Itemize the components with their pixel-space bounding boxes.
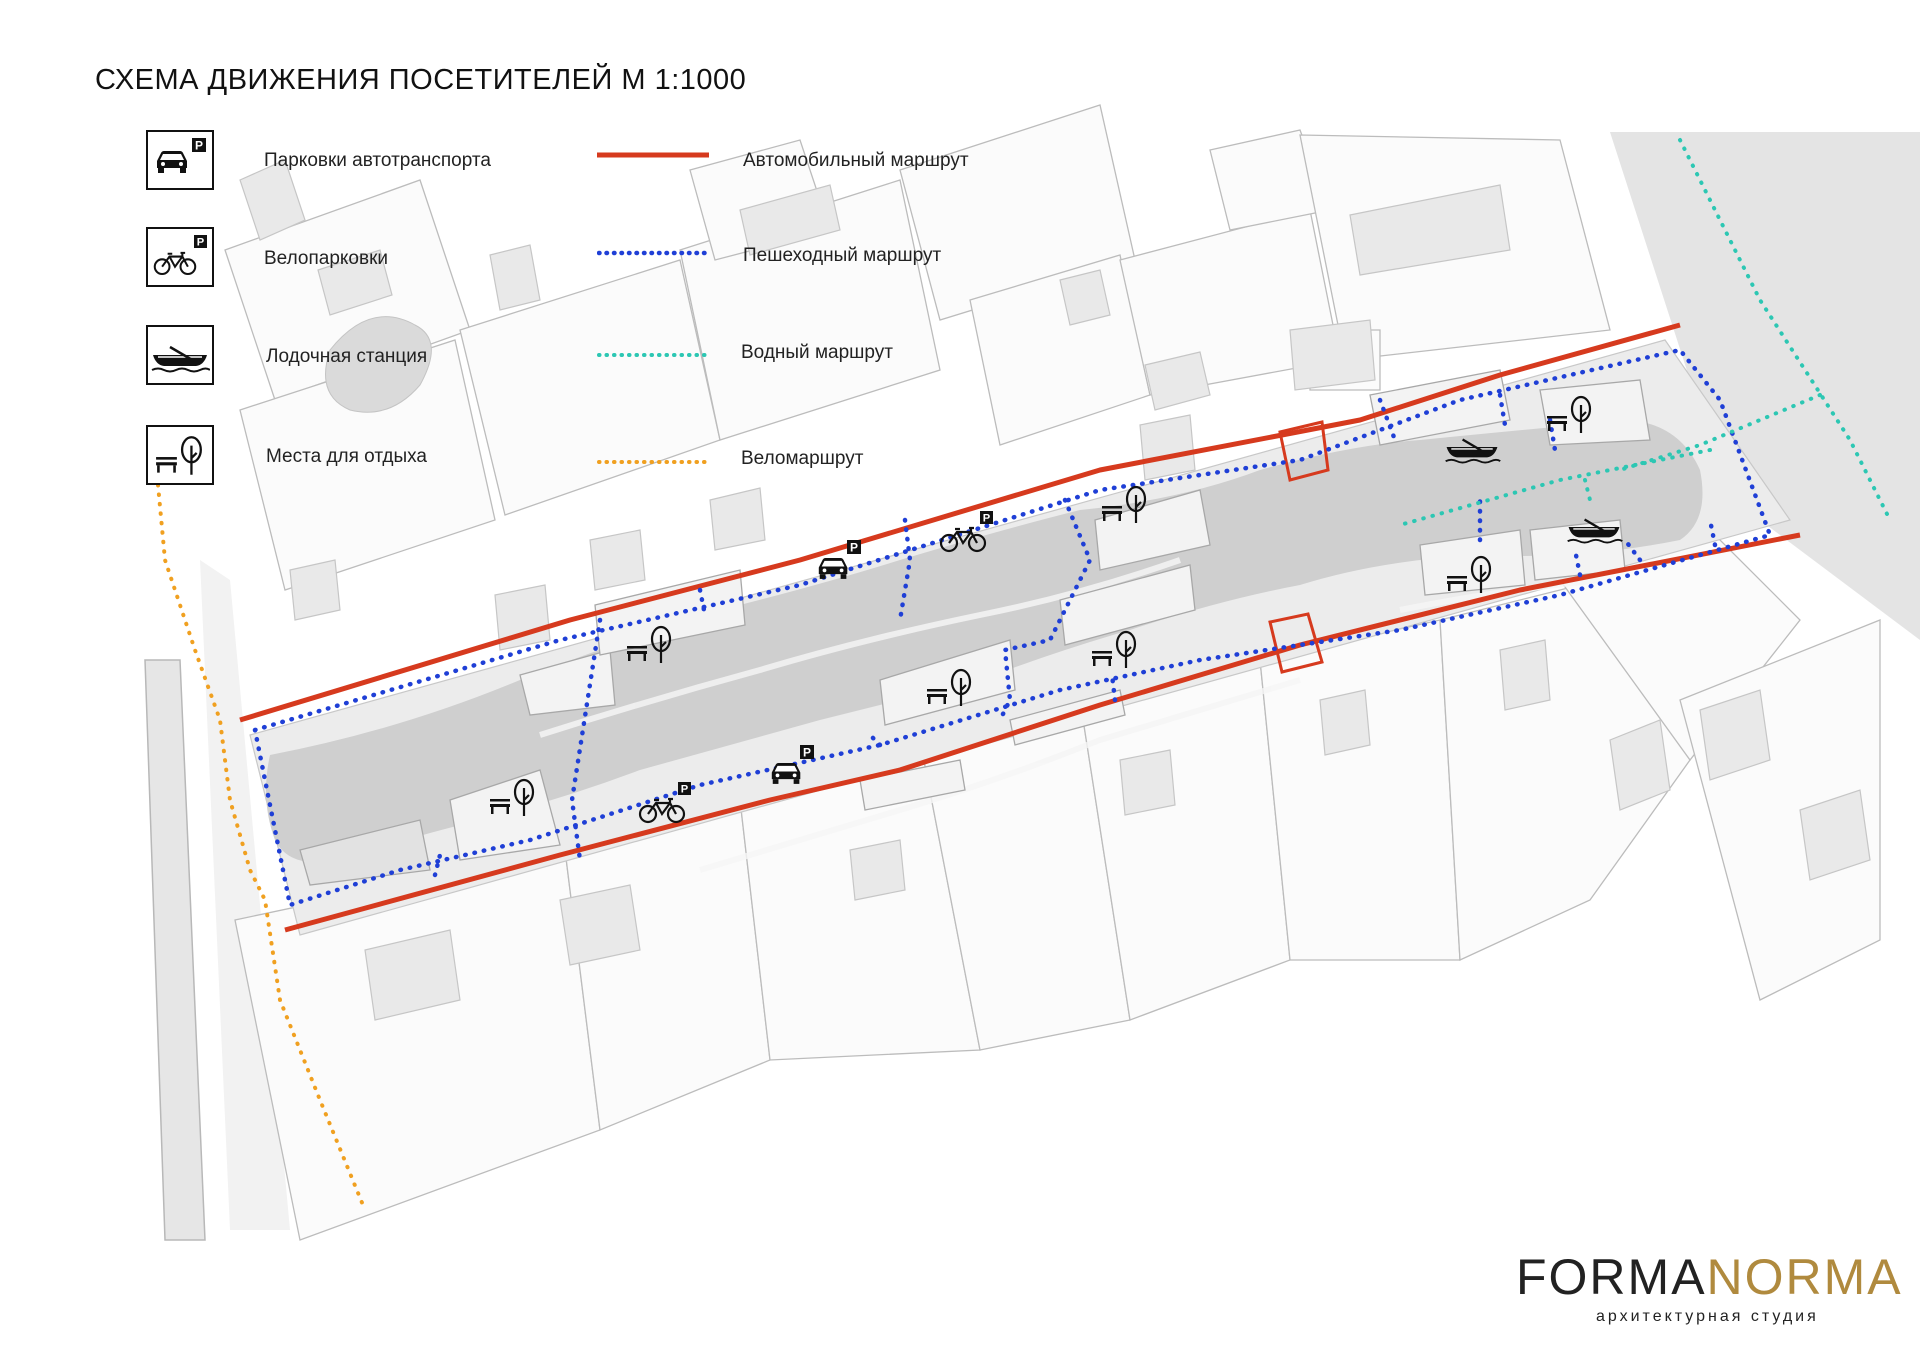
bicycle-parking-legend-icon: [146, 227, 214, 287]
parking-sign-icon: [800, 745, 814, 759]
pond: [325, 316, 432, 413]
legend-label-water-route: Водный маршрут: [741, 342, 893, 363]
legend-label-bicycle-parking: Велопарковки: [264, 248, 389, 269]
car-parking-legend-icon: [146, 130, 214, 190]
surroundings: [144, 132, 1920, 1241]
route-pedestrian: [252, 347, 1773, 908]
parking-sign-icon: [847, 540, 861, 554]
car-route-legend-line: [597, 152, 709, 158]
page-title: СХЕМА ДВИЖЕНИЯ ПОСЕТИТЕЛЕЙ М 1:1000: [95, 64, 747, 96]
legend-label-car-parking: Парковки автотранспорта: [264, 150, 491, 171]
studio-logo: FORMANORMA архитектурная студия: [1516, 1249, 1903, 1325]
logo-subtitle: архитектурная студия: [1596, 1308, 1819, 1325]
legend-label-pedestrian-route: Пешеходный маршрут: [743, 245, 942, 266]
buildings: [239, 159, 1871, 1021]
parking-sign-icon: [980, 511, 993, 524]
car-parking-areas: [1268, 420, 1330, 674]
logo-text-norma: NORMA: [1706, 1249, 1903, 1305]
legend-label-bike-route: Веломаршрут: [741, 448, 864, 469]
parking-sign-icon: [678, 782, 691, 795]
bike-route-legend-line: [597, 460, 709, 464]
water: [266, 420, 1703, 863]
legend-label-boat-station: Лодочная станция: [266, 346, 428, 367]
pedestrian-route-legend-line: [597, 250, 709, 256]
boat-station-legend-icon: [146, 325, 214, 385]
route-water: [1398, 138, 1892, 527]
water-route-legend-line: [597, 353, 709, 357]
logo-text-forma: FORMA: [1516, 1249, 1707, 1305]
route-car: [239, 322, 1801, 933]
bench-tree-legend-icon: [146, 425, 214, 485]
route-bike: [156, 483, 367, 1212]
legend-label-car-route: Автомобильный маршрут: [743, 150, 969, 171]
legend-label-rest-areas: Места для отдыха: [266, 446, 427, 467]
